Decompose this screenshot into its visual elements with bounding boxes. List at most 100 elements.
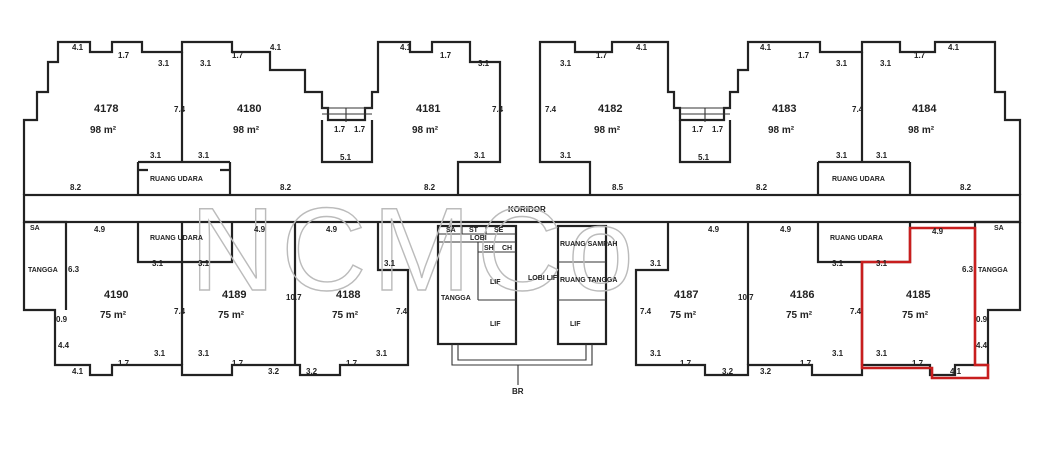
unit-4180-area: 98 m² [233,125,260,136]
dim: 3.1 [158,59,170,68]
dim: 3.1 [198,349,210,358]
dim: 3.1 [560,151,572,160]
dim: 3.1 [876,259,888,268]
dim: 0.9 [976,315,988,324]
dim: 1.7 [914,51,926,60]
lif-label-3: LIF [570,321,581,328]
dim: 4.1 [760,43,772,52]
dim: 1.7 [334,125,346,134]
dim: 1.7 [692,125,704,134]
unit-4187-number: 4187 [674,289,698,301]
dim: 1.7 [912,359,924,368]
dim: 3.1 [154,349,166,358]
unit-4181-area: 98 m² [412,125,439,136]
st-label: ST [469,227,479,234]
dim: 3.2 [268,367,280,376]
dim: 3.2 [760,367,772,376]
dim: 1.7 [232,359,244,368]
unit-4183-number: 4183 [772,103,796,115]
dim: 3.1 [478,59,490,68]
room-labels: RUANG UDARA RUANG UDARA RUANG UDARA RUAN… [28,176,1008,396]
sa-small-label-left: SA [30,225,40,232]
unit-4178-number: 4178 [94,103,118,115]
top-right-block [538,40,1022,195]
ruang-udara-label-top-left: RUANG UDARA [150,176,203,183]
unit-4189-number: 4189 [222,289,246,301]
dim: 4.9 [708,225,720,234]
dim: 8.2 [280,183,292,192]
dim: 4.9 [932,227,944,236]
unit-4178-area: 98 m² [90,125,117,136]
sh-label: SH [484,245,494,252]
dim: 3.1 [876,151,888,160]
ruang-sampah-label: RUANG SAMPAH [560,241,617,248]
corridor-label: KORIDOR [508,205,546,214]
dim: 8.5 [612,183,624,192]
unit-4185-number: 4185 [906,289,930,301]
dim: 1.7 [346,359,358,368]
dim: 4.1 [948,43,960,52]
dim: 5.1 [698,153,710,162]
central-core [436,224,608,385]
tangga-label-core: TANGGA [441,295,471,302]
dim: 7.4 [492,105,504,114]
dim: 4.9 [326,225,338,234]
dim: 1.7 [118,359,130,368]
dim: 3.1 [832,259,844,268]
watermark: NCMCo [190,184,640,316]
unit-4182-area: 98 m² [594,125,621,136]
unit-4190-area: 75 m² [100,310,127,321]
dim: 3.1 [200,59,212,68]
ruang-udara-label-bottom-right: RUANG UDARA [830,235,883,242]
unit-4186-area: 75 m² [786,310,813,321]
ruang-udara-label-bottom-left: RUANG UDARA [150,235,203,242]
dim: 3.1 [152,259,164,268]
dim: 4.4 [976,341,988,350]
dim: 1.7 [440,51,452,60]
unit-4185-area: 75 m² [902,310,929,321]
dim: 4.1 [270,43,282,52]
unit-labels: 4178 98 m² 4180 98 m² 4181 98 m² 4182 98… [90,103,937,321]
ch-label: CH [502,245,512,252]
lobi-label: LOBI [470,235,487,242]
dim: 1.7 [118,51,130,60]
dim: 0.9 [56,315,68,324]
sa-label: SA [446,227,456,234]
dim: 3.1 [836,151,848,160]
dim: 4.1 [636,43,648,52]
unit-4188-number: 4188 [336,289,360,301]
dim: 10.7 [738,293,754,302]
dim: 10.7 [286,293,302,302]
dim: 3.1 [650,259,662,268]
dim: 1.7 [712,125,724,134]
dim: 1.7 [354,125,366,134]
dim: 3.1 [650,349,662,358]
lobi-lif-label: LOBI LIF [528,275,558,282]
tangga-label-right: TANGGA [978,267,1008,274]
dim: 1.7 [232,51,244,60]
dim: 6.3 [68,265,80,274]
dim: 3.1 [150,151,162,160]
lif-label-2: LIF [490,321,501,328]
dim: 3.2 [306,367,318,376]
lif-label-1: LIF [490,279,501,286]
dim: 1.7 [800,359,812,368]
sa-small-label-right: SA [994,225,1004,232]
dim: 7.4 [640,307,652,316]
dim: 7.4 [850,307,862,316]
unit-4181-number: 4181 [416,103,440,115]
dim: 7.4 [545,105,557,114]
dim: 7.4 [174,307,186,316]
dim: 4.1 [950,367,962,376]
dim: 4.9 [94,225,106,234]
dim: 3.1 [560,59,572,68]
unit-4184-area: 98 m² [908,125,935,136]
bottom-label: BR [512,387,524,396]
unit-4183-area: 98 m² [768,125,795,136]
dim: 4.4 [58,341,70,350]
dim: 3.1 [198,151,210,160]
dim: 7.4 [174,105,186,114]
ruang-udara-label-top-right: RUANG UDARA [832,176,885,183]
unit-4190-number: 4190 [104,289,128,301]
